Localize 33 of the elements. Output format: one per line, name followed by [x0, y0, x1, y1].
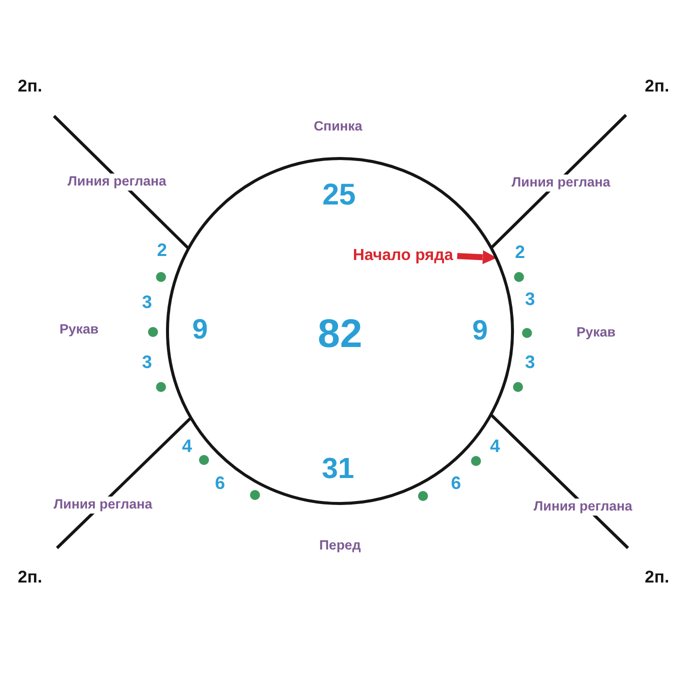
stitch-count: 4 [182, 437, 192, 457]
line-label: Линия реглана [508, 174, 614, 192]
stitch-count: 3 [142, 353, 152, 373]
stitch-note: 2п. [644, 78, 670, 96]
stitch-count: 2 [515, 243, 525, 263]
raglan-line [52, 114, 190, 250]
line-label: Линия реглана [530, 498, 636, 516]
stitch-note: 2п. [18, 568, 42, 588]
stitch-count: 3 [525, 353, 535, 373]
line-label: Линия реглана [64, 174, 170, 190]
raglan-line [490, 414, 630, 550]
stitch-count: 25 [322, 178, 356, 212]
stitch-count: 82 [318, 312, 362, 356]
raglan-line [490, 114, 628, 249]
raglan-line [56, 416, 192, 550]
section-label: Рукав [59, 322, 99, 338]
section-label: Рукав [576, 326, 616, 340]
stitch-count: 3 [525, 290, 535, 310]
section-label: Перед [319, 538, 361, 554]
stitch-count: 3 [142, 293, 152, 313]
line-label: Линия реглана [50, 496, 156, 514]
section-label: Спинка [314, 120, 362, 134]
stitch-note: 2п. [644, 568, 670, 588]
stitch-count: 6 [451, 474, 461, 494]
stitch-count: 9 [192, 314, 208, 346]
stitch-count: 2 [157, 241, 167, 261]
stitch-count: 31 [322, 454, 354, 486]
stitch-note: 2п. [18, 78, 42, 96]
row-start-label: Начало ряда [352, 247, 454, 265]
stitch-count: 9 [472, 316, 488, 346]
stitch-count: 4 [490, 437, 500, 457]
arrow [457, 250, 497, 264]
stitch-count: 6 [215, 474, 225, 494]
